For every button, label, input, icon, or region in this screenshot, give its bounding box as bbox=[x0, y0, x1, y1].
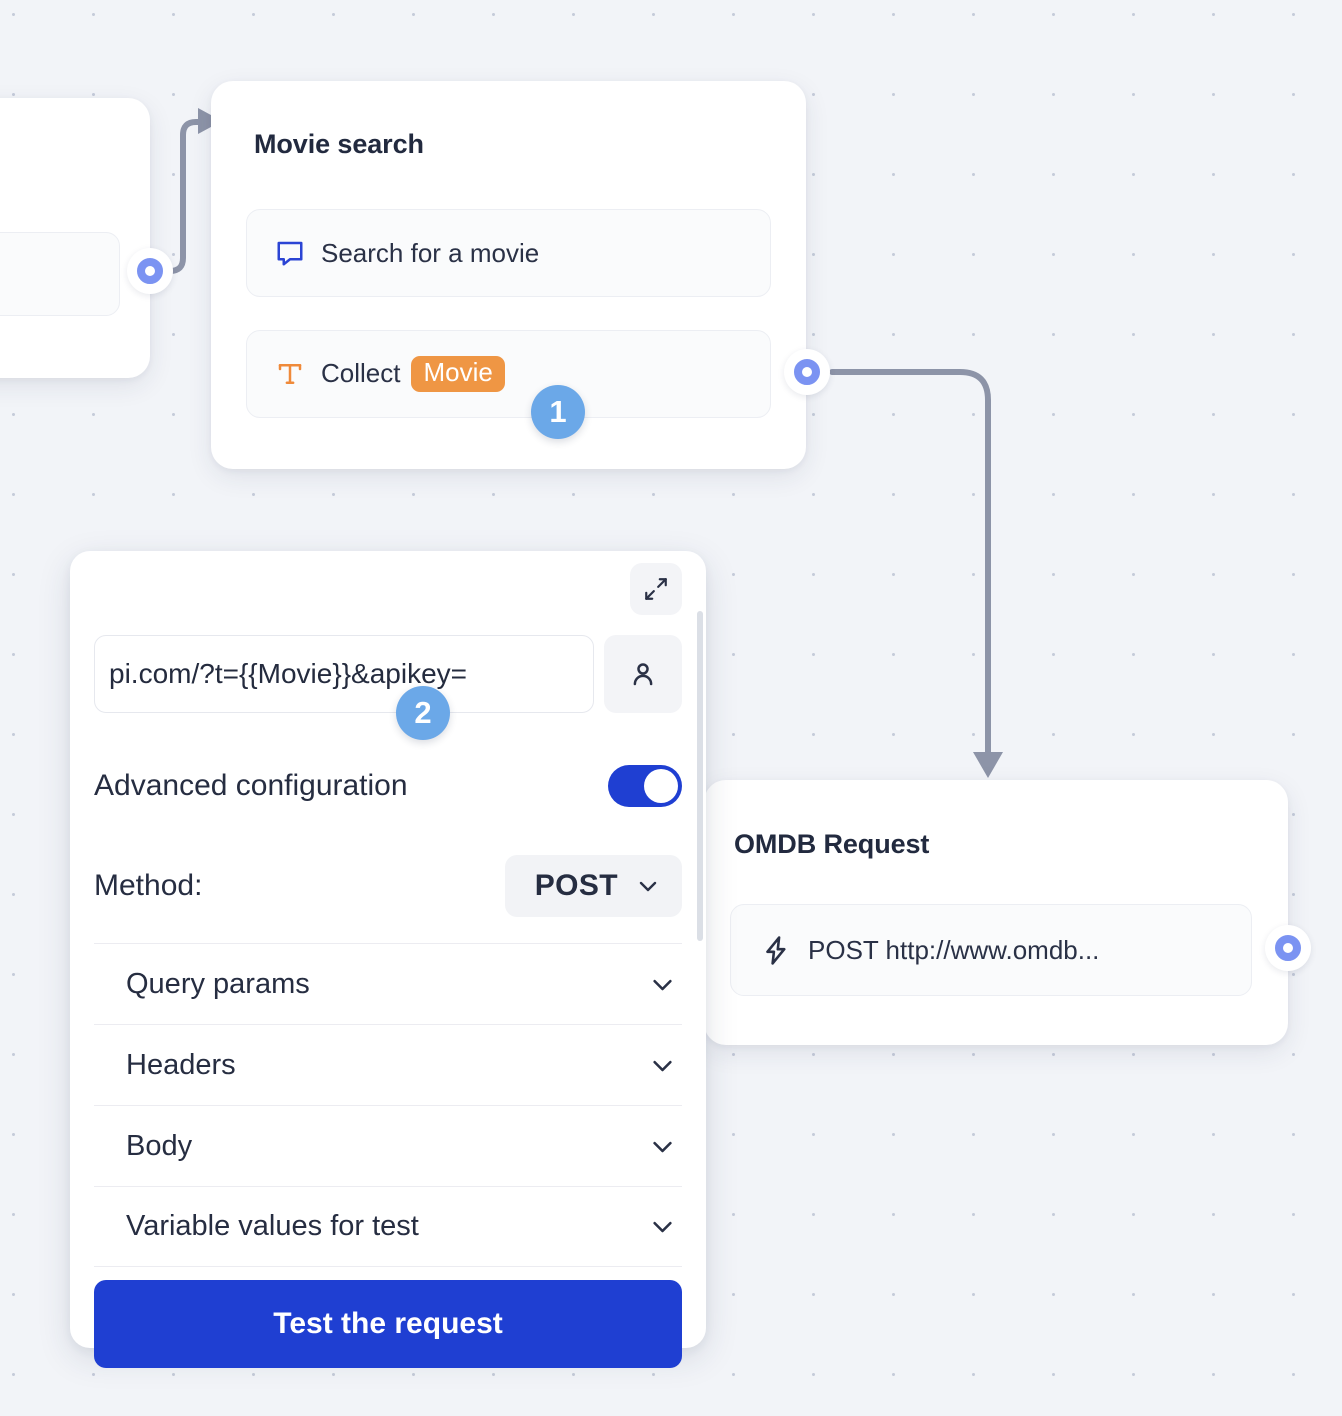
omdb-row-label: POST http://www.omdb... bbox=[808, 934, 1100, 965]
advanced-configuration-toggle[interactable] bbox=[608, 765, 682, 807]
text-type-icon bbox=[275, 359, 305, 389]
node-row-search-for-a-movie[interactable]: Search for a movie bbox=[246, 209, 771, 297]
node-row-post-request[interactable]: POST http://www.omdb... bbox=[730, 904, 1252, 996]
section-label: Variable values for test bbox=[126, 1210, 419, 1242]
page-title: Movie search bbox=[254, 129, 424, 159]
movie-search-node[interactable]: Movie search Search for a movie Collect … bbox=[211, 81, 806, 469]
node-row-label: Search for a movie bbox=[321, 237, 540, 268]
url-row bbox=[94, 635, 682, 713]
port-movie-search-output[interactable] bbox=[784, 349, 830, 395]
port-partial-node-output[interactable] bbox=[127, 248, 173, 294]
section-body[interactable]: Body bbox=[94, 1105, 682, 1186]
test-the-request-button[interactable]: Test the request bbox=[94, 1280, 682, 1368]
panel-scrollbar[interactable] bbox=[697, 611, 703, 1291]
collect-text: Collect bbox=[321, 358, 401, 389]
node-row-collect-movie[interactable]: Collect Movie bbox=[246, 330, 771, 418]
chevron-down-icon bbox=[636, 874, 660, 898]
speech-bubble-icon bbox=[275, 238, 305, 268]
section-query-params[interactable]: Query params bbox=[94, 943, 682, 1024]
advanced-configuration-row: Advanced configuration bbox=[94, 765, 682, 807]
person-icon bbox=[628, 659, 658, 689]
expand-diagonal-icon bbox=[643, 576, 669, 602]
section-label: Body bbox=[126, 1129, 193, 1162]
omdb-request-node[interactable]: OMDB Request POST http://www.omdb... bbox=[704, 780, 1288, 1045]
partial-node-card[interactable] bbox=[0, 98, 150, 378]
url-person-button[interactable] bbox=[604, 635, 682, 713]
advanced-configuration-label: Advanced configuration bbox=[94, 769, 408, 802]
chevron-down-icon[interactable] bbox=[649, 1133, 676, 1160]
step-badge-1: 1 bbox=[531, 385, 585, 439]
method-select[interactable]: POST bbox=[504, 855, 682, 917]
chevron-down-icon[interactable] bbox=[649, 971, 676, 998]
omdb-node-title: OMDB Request bbox=[734, 829, 930, 859]
scrollbar-thumb[interactable] bbox=[697, 611, 703, 941]
expand-panel-button[interactable] bbox=[630, 563, 682, 615]
node-row-label-collect: Collect Movie bbox=[321, 356, 505, 392]
toggle-knob bbox=[644, 769, 678, 803]
request-config-panel[interactable]: Advanced configuration Method: POST Quer… bbox=[70, 551, 706, 1368]
section-label: Query params bbox=[126, 967, 310, 1000]
request-url-input[interactable] bbox=[94, 635, 594, 713]
method-selected-value: POST bbox=[534, 869, 618, 902]
method-label: Method: bbox=[94, 869, 203, 902]
variable-chip-movie[interactable]: Movie bbox=[411, 356, 505, 392]
section-variable-values-for-test[interactable]: Variable values for test bbox=[94, 1186, 682, 1267]
chevron-down-icon[interactable] bbox=[649, 1052, 676, 1079]
section-headers[interactable]: Headers bbox=[94, 1024, 682, 1105]
method-row: Method: POST bbox=[94, 855, 682, 943]
partial-node-row[interactable] bbox=[0, 232, 120, 316]
chevron-down-icon[interactable] bbox=[649, 1213, 676, 1240]
panel-body: Advanced configuration Method: POST Quer… bbox=[94, 635, 682, 1267]
port-omdb-request-output[interactable] bbox=[1265, 925, 1311, 971]
section-label: Headers bbox=[126, 1048, 236, 1081]
lightning-bolt-icon bbox=[761, 935, 792, 966]
step-badge-2: 2 bbox=[396, 686, 450, 740]
